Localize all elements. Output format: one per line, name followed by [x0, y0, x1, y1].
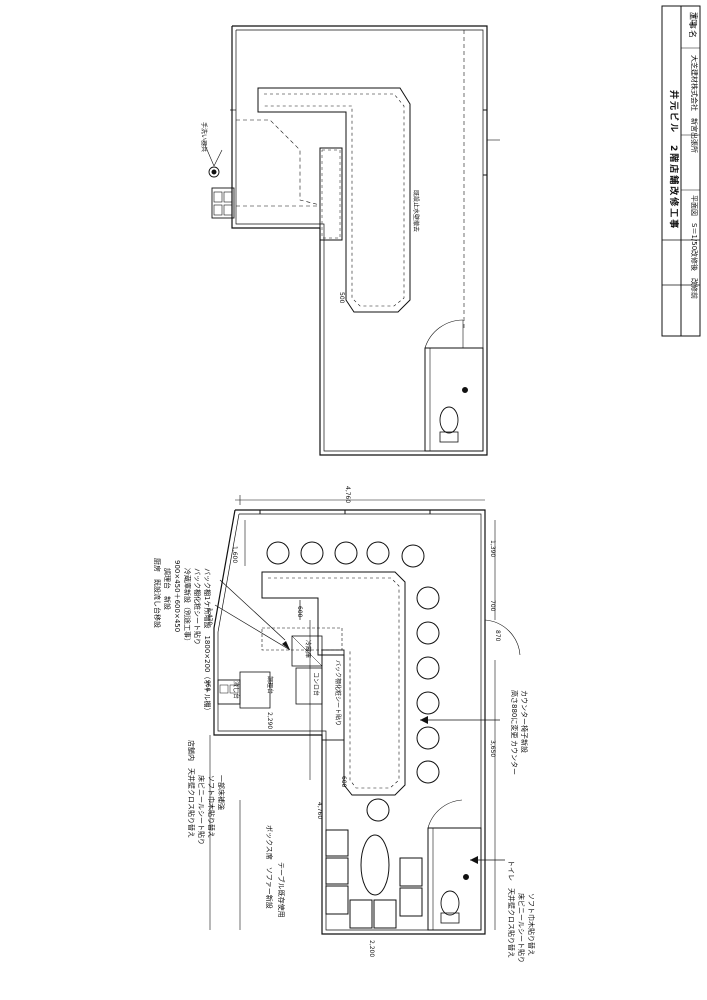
fridge	[291, 635, 323, 667]
handwash-label: 手洗い器共	[200, 122, 207, 153]
drawing-kind: 改修後 改修前	[690, 250, 698, 299]
box-table	[360, 834, 390, 896]
company-name: 大芝建材株式会社 新宮出張所	[690, 55, 698, 153]
after-toilet-room	[427, 827, 482, 931]
drawing-name: 平面図 S＝1/50	[690, 195, 698, 251]
box-note-2: テーブル既存使用	[277, 862, 285, 918]
before-sink	[211, 187, 235, 219]
dim-960: 960	[204, 680, 211, 692]
before-toilet-room	[424, 347, 484, 452]
store-note-3: ソフト巾木貼り替え	[207, 775, 215, 838]
person-name: 濱口	[690, 12, 698, 26]
kitchen-note-1: 厨房 既設流し台移設	[153, 558, 161, 628]
kitchen-note-6: バック棚1ケ所増設 1800×200（ボトル棚）	[203, 568, 211, 715]
stove-table	[295, 667, 323, 705]
before-counter	[257, 87, 411, 313]
toilet-note-3: ソフト巾木貼り替え	[527, 893, 535, 956]
before-toilet-icon	[439, 406, 459, 434]
project-name: 井元ビル 2階店舗改修工事	[668, 90, 678, 231]
dim-1390: 1,390	[489, 540, 496, 558]
store-note-1: 店舗内 天井壁クロス貼り替え	[187, 740, 195, 838]
before-plan-walls	[231, 25, 488, 456]
dim-600b: 600	[340, 776, 347, 788]
dim-870: 870	[494, 630, 501, 642]
entrance-door	[484, 619, 521, 656]
after-toilet-icon	[440, 890, 460, 916]
store-note-4: 一部床補強	[217, 775, 225, 810]
store-note-2: 床ビニールシート貼り	[197, 775, 205, 845]
before-back-shelf	[319, 147, 343, 241]
prep-table	[239, 671, 271, 709]
box-sofas	[325, 829, 423, 929]
dim-500: 500	[338, 292, 345, 304]
counter-note-1: カウンター	[510, 740, 518, 775]
dim-4760-top: 4,760	[344, 486, 351, 504]
after-counter	[261, 571, 406, 796]
partition-label: 既設止水壁撤去	[412, 190, 419, 233]
kitchen-note-2: 調理台 新設	[163, 568, 171, 610]
counter-note-3: カウンター椅子新設	[520, 690, 528, 753]
counter-note-2: 高さ880に変更	[510, 690, 518, 739]
handwash-icon	[208, 166, 220, 178]
stove-label: コンロ台	[312, 672, 319, 697]
counter-stools	[266, 541, 440, 822]
sink-label: 流し台	[232, 681, 239, 700]
dim-2290: 2,290	[266, 712, 273, 730]
dim-3650: 3,650	[489, 740, 496, 758]
toilet-note-2: 床ビニールシート貼り	[517, 893, 525, 963]
dim-4760-bottom: 4,760	[316, 802, 323, 820]
prep-label: 調理台	[266, 676, 273, 695]
dim-700: 700	[489, 600, 496, 612]
kitchen-note-4: 冷蔵庫新設（別途工事）	[183, 568, 191, 645]
dim-600a: 600	[296, 606, 303, 618]
dim-2200: 2,200	[368, 940, 375, 958]
kitchen-note-5: バック棚化粧シート貼り	[193, 568, 201, 645]
dim-1600: 1,600	[231, 546, 238, 564]
toilet-note-1: トイレ 天井壁クロス貼り替え	[507, 860, 515, 958]
kitchen-note-3: 900×450＋600×450	[173, 560, 181, 633]
dim-1470: 1,470	[206, 608, 213, 626]
fridge-label: 冷蔵庫	[304, 640, 311, 659]
box-note-1: ボックス席 ソファー新設	[265, 825, 273, 909]
back-shelf-label: バック棚化粧シート貼り	[334, 660, 341, 727]
after-plan-walls	[213, 509, 486, 935]
